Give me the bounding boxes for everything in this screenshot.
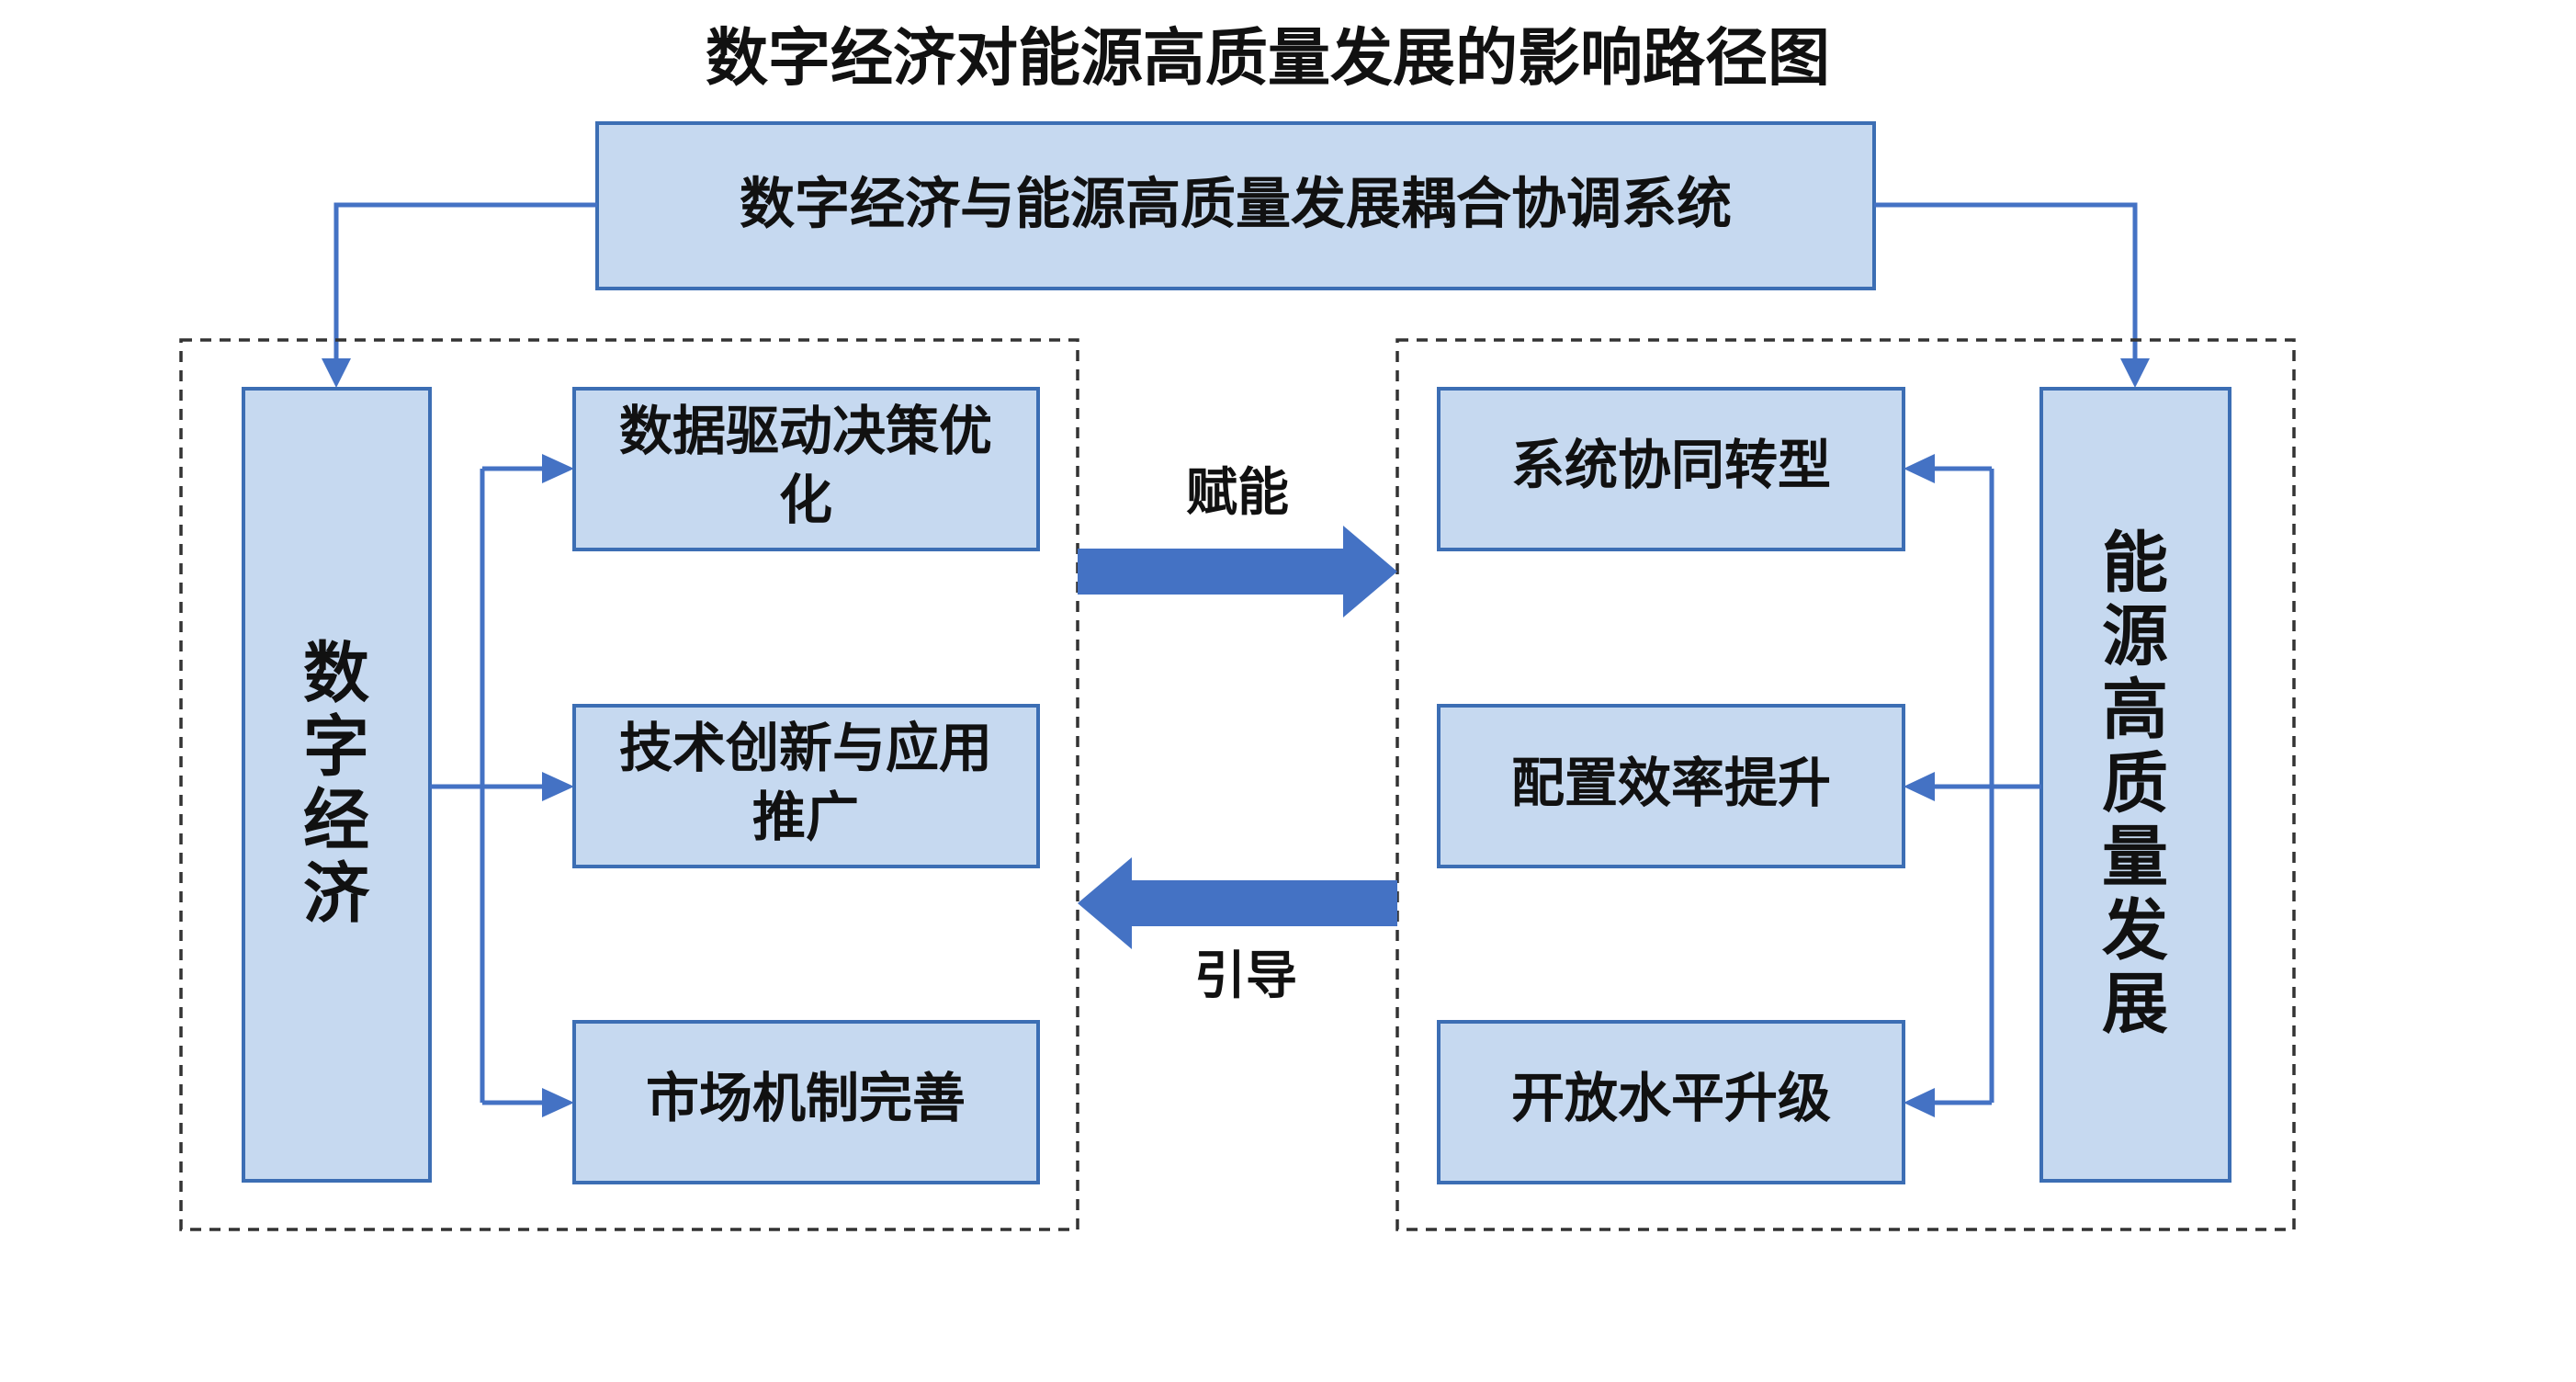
energy-development-label-char: 展 xyxy=(2102,966,2168,1043)
digital-economy-label-char: 数 xyxy=(303,635,369,712)
guide-label: 引导 xyxy=(1194,946,1297,1006)
empower-arrow xyxy=(1078,526,1397,617)
energy-development-box: 能源高质量发展 xyxy=(2039,387,2231,1183)
energy-development-label-char: 发 xyxy=(2102,892,2168,969)
market-mechanism-box: 市场机制完善 xyxy=(572,1020,1040,1184)
tech-innovation-label-line2: 推广 xyxy=(752,786,859,848)
digital-economy-box: 数字经济 xyxy=(242,387,432,1183)
digital-economy-label-char: 经 xyxy=(303,782,369,859)
energy-development-label-char: 源 xyxy=(2102,598,2168,675)
connector-top-left xyxy=(333,202,597,364)
allocation-efficiency-box: 配置效率提升 xyxy=(1437,704,1905,868)
openness-upgrade-label: 开放水平升级 xyxy=(1511,1067,1831,1129)
system-synergy-label: 系统协同转型 xyxy=(1511,434,1831,496)
energy-development-label-char: 质 xyxy=(2102,745,2168,822)
market-mechanism-label: 市场机制完善 xyxy=(646,1067,966,1129)
energy-development-label: 能源高质量发展 xyxy=(2102,525,2168,1043)
digital-economy-label-char: 字 xyxy=(303,708,369,786)
energy-development-label-char: 高 xyxy=(2102,672,2168,749)
arrowhead-top-left xyxy=(322,358,351,388)
tech-innovation-label-line1: 技术创新与应用 xyxy=(619,717,992,779)
guide-arrow xyxy=(1078,857,1397,949)
tech-innovation-box: 技术创新与应用 推广 xyxy=(572,704,1040,868)
diagram-title: 数字经济对能源高质量发展的影响路径图 xyxy=(706,23,1830,96)
openness-upgrade-box: 开放水平升级 xyxy=(1437,1020,1905,1184)
digital-economy-region xyxy=(179,338,1079,1231)
left-branch-connectors xyxy=(430,454,574,1117)
right-branch-connectors xyxy=(1904,454,2041,1117)
empower-label: 赋能 xyxy=(1186,463,1289,523)
arrowhead-top-right xyxy=(2120,358,2150,388)
energy-development-label-char: 能 xyxy=(2102,525,2168,602)
energy-development-label-char: 量 xyxy=(2102,819,2168,896)
data-driven-decision-label-line1: 数据驱动决策优 xyxy=(619,400,992,462)
coupling-system-box: 数字经济与能源高质量发展耦合协调系统 xyxy=(595,121,1876,290)
connector-top-right xyxy=(1874,202,2138,364)
allocation-efficiency-label: 配置效率提升 xyxy=(1511,752,1831,814)
digital-economy-label-char: 济 xyxy=(303,855,370,933)
energy-development-region xyxy=(1395,338,2296,1231)
digital-economy-label: 数字经济 xyxy=(303,635,370,933)
data-driven-decision-box: 数据驱动决策优 化 xyxy=(572,387,1040,551)
coupling-system-label: 数字经济与能源高质量发展耦合协调系统 xyxy=(740,173,1732,237)
system-synergy-box: 系统协同转型 xyxy=(1437,387,1905,551)
data-driven-decision-label-line2: 化 xyxy=(779,469,832,531)
